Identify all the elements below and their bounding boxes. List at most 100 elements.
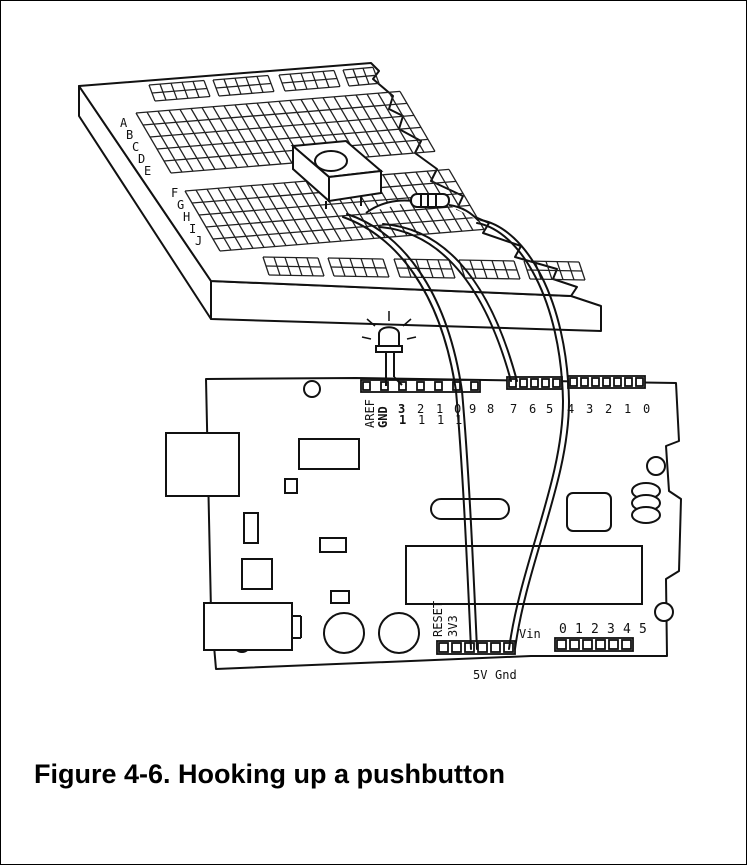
power-jack [203,602,293,651]
label-analog-2: 2 [591,622,599,637]
regulator [566,492,612,532]
analog-header [554,637,634,652]
label-analog-5: 5 [639,622,647,637]
label-reset: RESET [431,601,445,637]
row-label-i: I [189,222,196,236]
power-rail-top-4 [342,66,380,87]
power-rail-bottom-4 [458,259,521,280]
digital-header-left-socket [362,381,371,391]
label-pin-3: 3 [586,402,593,416]
capacitor-1 [323,612,365,654]
breadboard-row-labels: A B C D E F G H I J [120,116,202,248]
label-pin-13-tens: 1 [399,413,406,427]
power-rail-bottom-2 [327,257,390,278]
label-pin-6: 6 [529,402,536,416]
digital-header-left-socket [380,381,389,391]
digital-header-mid-socket [519,378,528,388]
analog-header-socket [621,639,632,650]
row-label-a: A [120,116,128,130]
row-label-h: H [183,210,190,224]
analog-header-socket [556,639,567,650]
row-label-f: F [171,186,178,200]
label-analog-1: 1 [575,622,583,637]
label-pin-13-ones: 3 [398,402,405,416]
digital-header-mid-socket [530,378,539,388]
label-analog-4: 4 [623,622,631,637]
capacitor-2 [378,612,420,654]
label-pin-1: 1 [624,402,631,416]
label-3v3: 3V3 [446,615,460,637]
terminal-block-upper [135,90,436,174]
label-gnd: GND [376,406,390,428]
digital-header-right-socket [613,377,622,387]
row-label-g: G [177,198,184,212]
led [361,311,417,386]
row-label-b: B [126,128,133,142]
analog-header-socket [582,639,593,650]
resistor [365,193,480,222]
row-label-e: E [144,164,151,178]
label-pin-5: 5 [546,402,553,416]
power-rail-top-2 [212,74,275,97]
label-pin-2: 2 [605,402,612,416]
row-label-j: J [195,234,202,248]
pushbutton-wiring-illustration: A B C D E F G H I J [78,62,682,682]
digital-header-mid-socket [508,378,517,388]
digital-header-right-socket [591,377,600,387]
jumper-wires [342,213,571,650]
label-pin-12-ones: 2 [417,402,424,416]
wire-resistor-to-gnd-b [480,219,571,650]
label-gnd-power: Gnd [495,668,517,682]
label-aref: AREF [363,399,377,428]
digital-header-right-socket [580,377,589,387]
wire-button-to-pin7-b [382,223,518,382]
power-header-socket [477,642,488,653]
analog-header-socket [569,639,580,650]
label-5v: 5V [473,668,487,682]
digital-header-left-socket [398,381,407,391]
breadboard-hole-grids [135,66,586,281]
label-pin-9: 9 [469,402,476,416]
analog-header-socket [608,639,619,650]
label-pin-0: 0 [643,402,650,416]
atmega-chip [405,545,643,605]
digital-header-left-socket [416,381,425,391]
label-vin: Vin [519,627,541,641]
digital-header-right-socket [569,377,578,387]
wire-button-to-5v-b [346,213,478,650]
power-header-labels: RESET 3V3 Vin 5V Gnd [431,601,541,682]
figure-caption: Figure 4-6. Hooking up a pushbutton [34,759,505,789]
analog-header-socket [595,639,606,650]
digital-header-right-socket [624,377,633,387]
label-pin-12-tens: 1 [418,413,425,427]
power-header-socket [490,642,501,653]
row-label-d: D [138,152,145,166]
label-pin-11-ones: 1 [436,402,443,416]
label-pin-4: 4 [567,402,574,416]
wire-button-to-5v-a [342,216,472,650]
digital-header-mid-socket [541,378,550,388]
row-label-c: C [132,140,139,154]
label-pin-7: 7 [510,402,517,416]
digital-header-right-socket [635,377,644,387]
power-rail-top-1 [148,79,211,102]
digital-header-left-socket [470,381,479,391]
digital-header-right-socket [602,377,611,387]
usb-connector [165,432,240,497]
led-dome [378,326,400,347]
wire-button-to-pin7-a [378,226,512,382]
label-analog-3: 3 [607,622,615,637]
label-analog-0: 0 [559,622,567,637]
analog-header-labels: 0 1 2 3 4 5 [559,622,647,637]
digital-header [360,375,646,393]
digital-header-mid-socket [552,378,561,388]
power-header-socket [438,642,449,653]
power-rail-top-3 [278,69,341,92]
power-header-socket [464,642,475,653]
digital-header-left-socket [434,381,443,391]
power-rail-bottom-1 [262,256,325,277]
chip-top [298,438,360,470]
label-pin-8: 8 [487,402,494,416]
pushbutton [290,139,384,209]
